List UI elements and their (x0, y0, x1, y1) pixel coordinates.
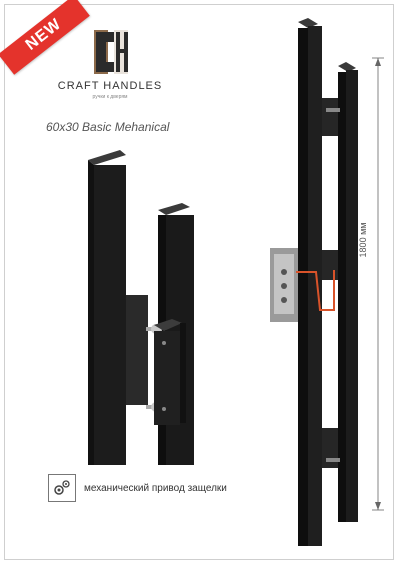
ch-monogram-icon (94, 30, 128, 74)
feature-row: механический привод защелки (48, 473, 278, 503)
card-frame (4, 4, 394, 560)
handle-closeup-image (88, 150, 194, 465)
model-label: 60x30 Basic Mehanical (46, 120, 170, 134)
feature-text: механический привод защелки (84, 482, 227, 494)
full-handle-image (270, 18, 384, 546)
gears-icon (48, 474, 76, 502)
brand-name: CRAFT HANDLES (57, 80, 163, 92)
brand-tagline: ручки к дверям (92, 94, 128, 100)
dimension-label: 1800 мм (358, 222, 368, 258)
